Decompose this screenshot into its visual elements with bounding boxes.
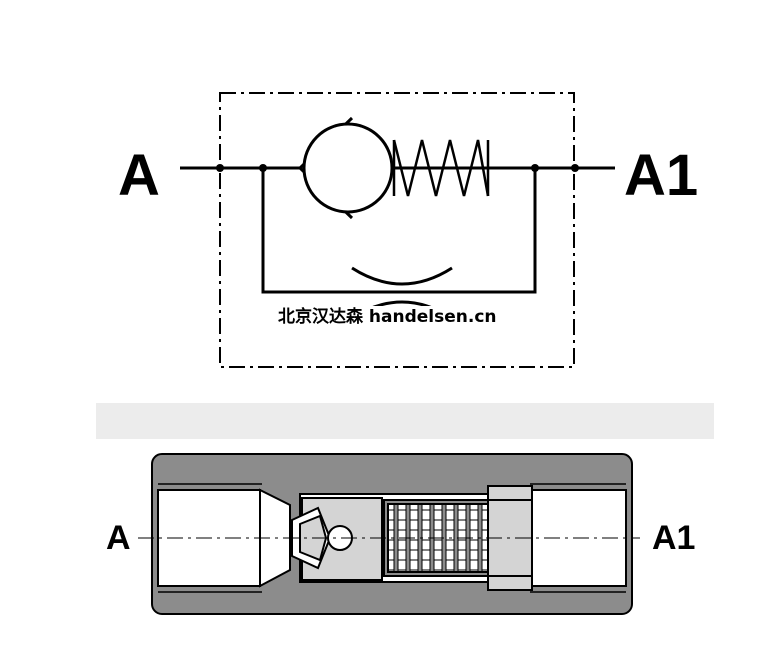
junction-dot (216, 164, 224, 172)
check-ball (302, 122, 394, 214)
bypass-loop (261, 168, 537, 294)
section-background-band (96, 403, 714, 439)
check-valve-symbol (180, 92, 615, 368)
schematic-port-a: A (118, 143, 160, 208)
valve-cross-section (138, 453, 640, 615)
enclosure-boundary (219, 92, 575, 368)
junction-dot (531, 164, 539, 172)
junction-dot (571, 164, 579, 172)
schematic-port-a1: A1 (624, 143, 698, 208)
junction-dot (259, 164, 267, 172)
section-port-a1: A1 (652, 519, 695, 557)
section-port-a: A (106, 519, 131, 557)
watermark-text: 北京汉达森 handelsen.cn (276, 306, 499, 328)
spring-symbol (392, 139, 490, 197)
restriction-arc-upper (351, 266, 453, 286)
